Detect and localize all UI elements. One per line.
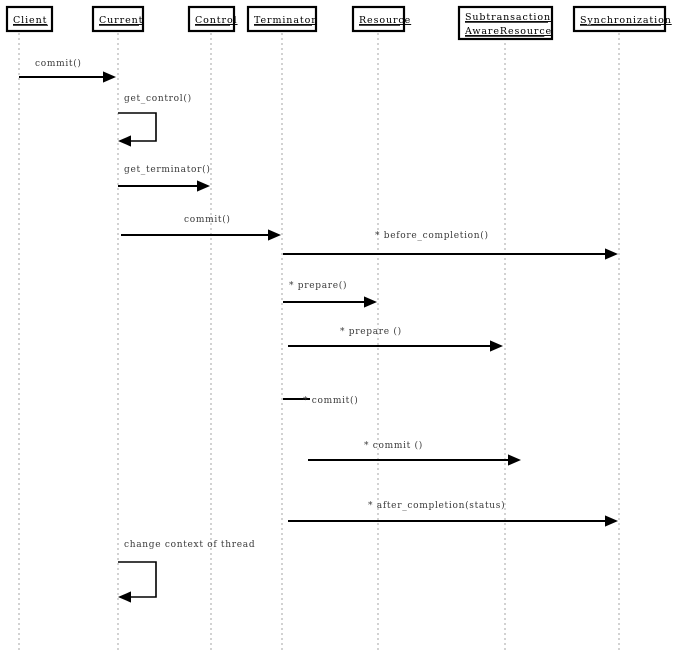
message-label: * commit() — [303, 395, 358, 406]
message-label: commit() — [35, 58, 82, 69]
message-msg-commit-current-terminator[interactable]: commit() — [121, 214, 281, 241]
participant-label-current: Current — [99, 15, 143, 26]
message-msg-change-context[interactable]: change context of thread — [118, 540, 255, 603]
message-label: * prepare() — [289, 280, 347, 291]
arrow-head-right — [508, 454, 521, 466]
self-call-path — [118, 112, 157, 142]
arrow-head-right — [605, 248, 618, 260]
message-label: get_terminator() — [124, 164, 211, 175]
arrow-head-right — [490, 340, 503, 352]
participant-header-terminator[interactable]: Terminator — [246, 5, 318, 33]
participant-header-resource[interactable]: Resource — [351, 5, 411, 33]
participant-box-control — [187, 5, 236, 33]
participant-box-synchronization — [572, 5, 667, 33]
participant-label-control: Control — [195, 15, 238, 26]
message-msg-prepare-subtransaction[interactable]: * prepare () — [288, 326, 503, 352]
participant-label-subtransaction_aware_resource: Subtransaction — [465, 12, 551, 23]
participant-box-current — [91, 5, 145, 33]
message-msg-get-terminator[interactable]: get_terminator() — [118, 164, 211, 192]
messages-layer: commit()get_control()get_terminator()com… — [19, 58, 618, 603]
message-msg-prepare-resource[interactable]: * prepare() — [283, 280, 377, 308]
participant-header-synchronization[interactable]: Synchronization — [572, 5, 672, 33]
lifelines-layer — [18, 33, 620, 652]
message-label: * after_completion(status) — [368, 500, 505, 511]
self-call-path — [118, 561, 157, 598]
message-label: * prepare () — [340, 326, 402, 337]
participant-header-client[interactable]: Client — [5, 5, 54, 33]
headers-layer: Client Current Control Terminator Resource Su… — [5, 5, 672, 41]
message-msg-commit-client-current[interactable]: commit() — [19, 58, 116, 83]
participant-header-control[interactable]: Control — [187, 5, 238, 33]
message-label: * before_completion() — [375, 230, 489, 241]
participant-label-subtransaction_aware_resource: AwareResource — [464, 26, 552, 37]
arrow-head-left — [118, 591, 131, 603]
message-msg-get-control[interactable]: get_control() — [118, 93, 192, 147]
arrow-head-right — [605, 515, 618, 527]
participant-header-current[interactable]: Current — [91, 5, 145, 33]
arrow-head-right — [197, 180, 210, 192]
participant-label-resource: Resource — [359, 15, 411, 26]
arrow-head-right — [268, 229, 281, 241]
message-label: change context of thread — [124, 540, 255, 550]
message-msg-before-completion[interactable]: * before_completion() — [283, 230, 618, 260]
arrow-head-right — [364, 296, 377, 308]
message-label: get_control() — [124, 93, 192, 104]
message-label: commit() — [184, 214, 231, 225]
arrow-head-left — [118, 135, 131, 147]
participant-label-synchronization: Synchronization — [580, 15, 672, 26]
message-msg-after-completion[interactable]: * after_completion(status) — [288, 500, 618, 527]
participant-box-terminator — [246, 5, 318, 33]
message-msg-commit-resource[interactable]: * commit() — [283, 395, 358, 406]
participant-box-resource — [351, 5, 406, 33]
message-msg-commit-subtransaction[interactable]: * commit () — [308, 440, 521, 466]
arrow-head-right — [103, 71, 116, 83]
participant-label-terminator: Terminator — [254, 15, 317, 26]
participant-label-client: Client — [13, 15, 47, 26]
message-label: * commit () — [364, 440, 423, 451]
participant-box-client — [5, 5, 54, 33]
